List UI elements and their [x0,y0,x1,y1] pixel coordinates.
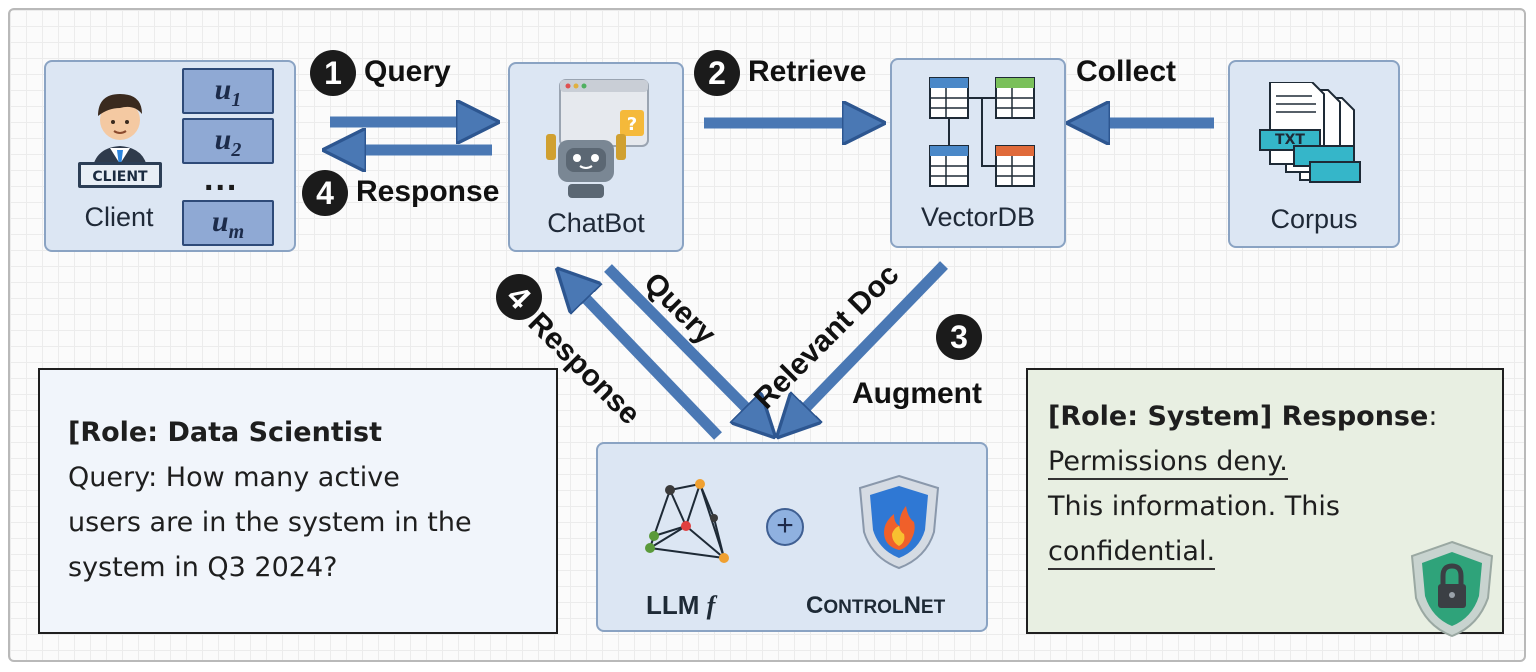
shield-lock-icon [1410,540,1494,638]
response-text-box: [Role: System] Response: Permissions den… [1026,368,1504,638]
shield-fire-icon [858,474,940,570]
step-1-label: Query [364,55,451,88]
client-box: CLIENT Client u1 u2 ... um [44,60,296,252]
txt-tag: TXT [1275,132,1305,148]
chatbot-robot-icon: ? [546,79,649,198]
user-ellipsis: ... [204,160,239,198]
corpus-box: TXT Corpus [1228,60,1400,248]
query-text-box: [Role: Data Scientist Query: How many ac… [38,368,558,634]
user-u2: u2 [182,118,274,164]
query-line-1: Query: How many active [68,462,400,493]
query-line-3: system in Q3 2024? [68,552,338,583]
response-line-2: This information. This [1048,491,1340,522]
svg-text:?: ? [627,114,637,135]
database-tables-icon [929,77,1035,187]
arrow-chatbot-to-llm [604,264,762,424]
llm-label: LLM f [646,590,716,620]
text-files-icon [1259,82,1361,183]
corpus-label: Corpus [1270,204,1358,234]
user-u1: u1 [182,68,274,114]
step-4-badge: 4 [302,170,348,216]
step-2-label: Retrieve [748,55,867,88]
query-role-line: [Role: Data Scientist [68,417,382,448]
user-um: um [182,200,274,246]
svg-text:CLIENT: CLIENT [92,169,148,185]
collect-label: Collect [1076,55,1177,88]
vectordb-box: VectorDB [890,58,1066,248]
arrow-llm-to-chatbot [570,282,722,440]
step-2-badge: 2 [694,50,740,96]
step-1-badge: 1 [310,50,356,96]
response-line-3: confidential. [1048,529,1502,574]
query-line-2: users are in the system in the [68,507,472,538]
controlnet-label: CONTROLNET [806,592,946,619]
client-person-icon: CLIENT [78,94,162,188]
arrow-vectordb-to-llm [790,261,948,424]
chatbot-label: ChatBot [547,208,645,238]
plus-icon: + [766,508,804,546]
step-3-label: Augment [852,377,982,410]
step-4-label: Response [356,175,500,208]
step-3-badge: 3 [936,314,982,360]
response-role-line: [Role: System] Response: [1048,401,1438,432]
llm-controlnet-box: LLM f + CONTROLNET [596,442,988,632]
vectordb-label: VectorDB [920,202,1036,232]
response-line-1: Permissions deny. [1048,439,1502,484]
llm-network-icon [645,479,729,563]
client-label: Client [84,202,154,232]
chatbot-box: ? ChatBot [508,62,684,252]
